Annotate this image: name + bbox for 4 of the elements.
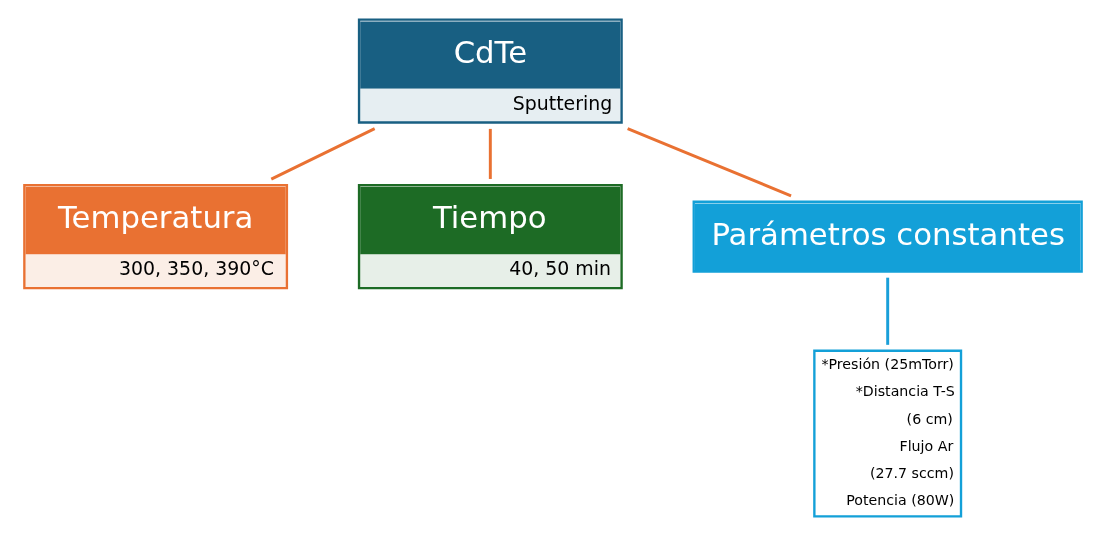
connector — [270, 126, 376, 180]
connector — [627, 126, 792, 197]
connector — [886, 277, 890, 345]
connector — [488, 128, 492, 179]
